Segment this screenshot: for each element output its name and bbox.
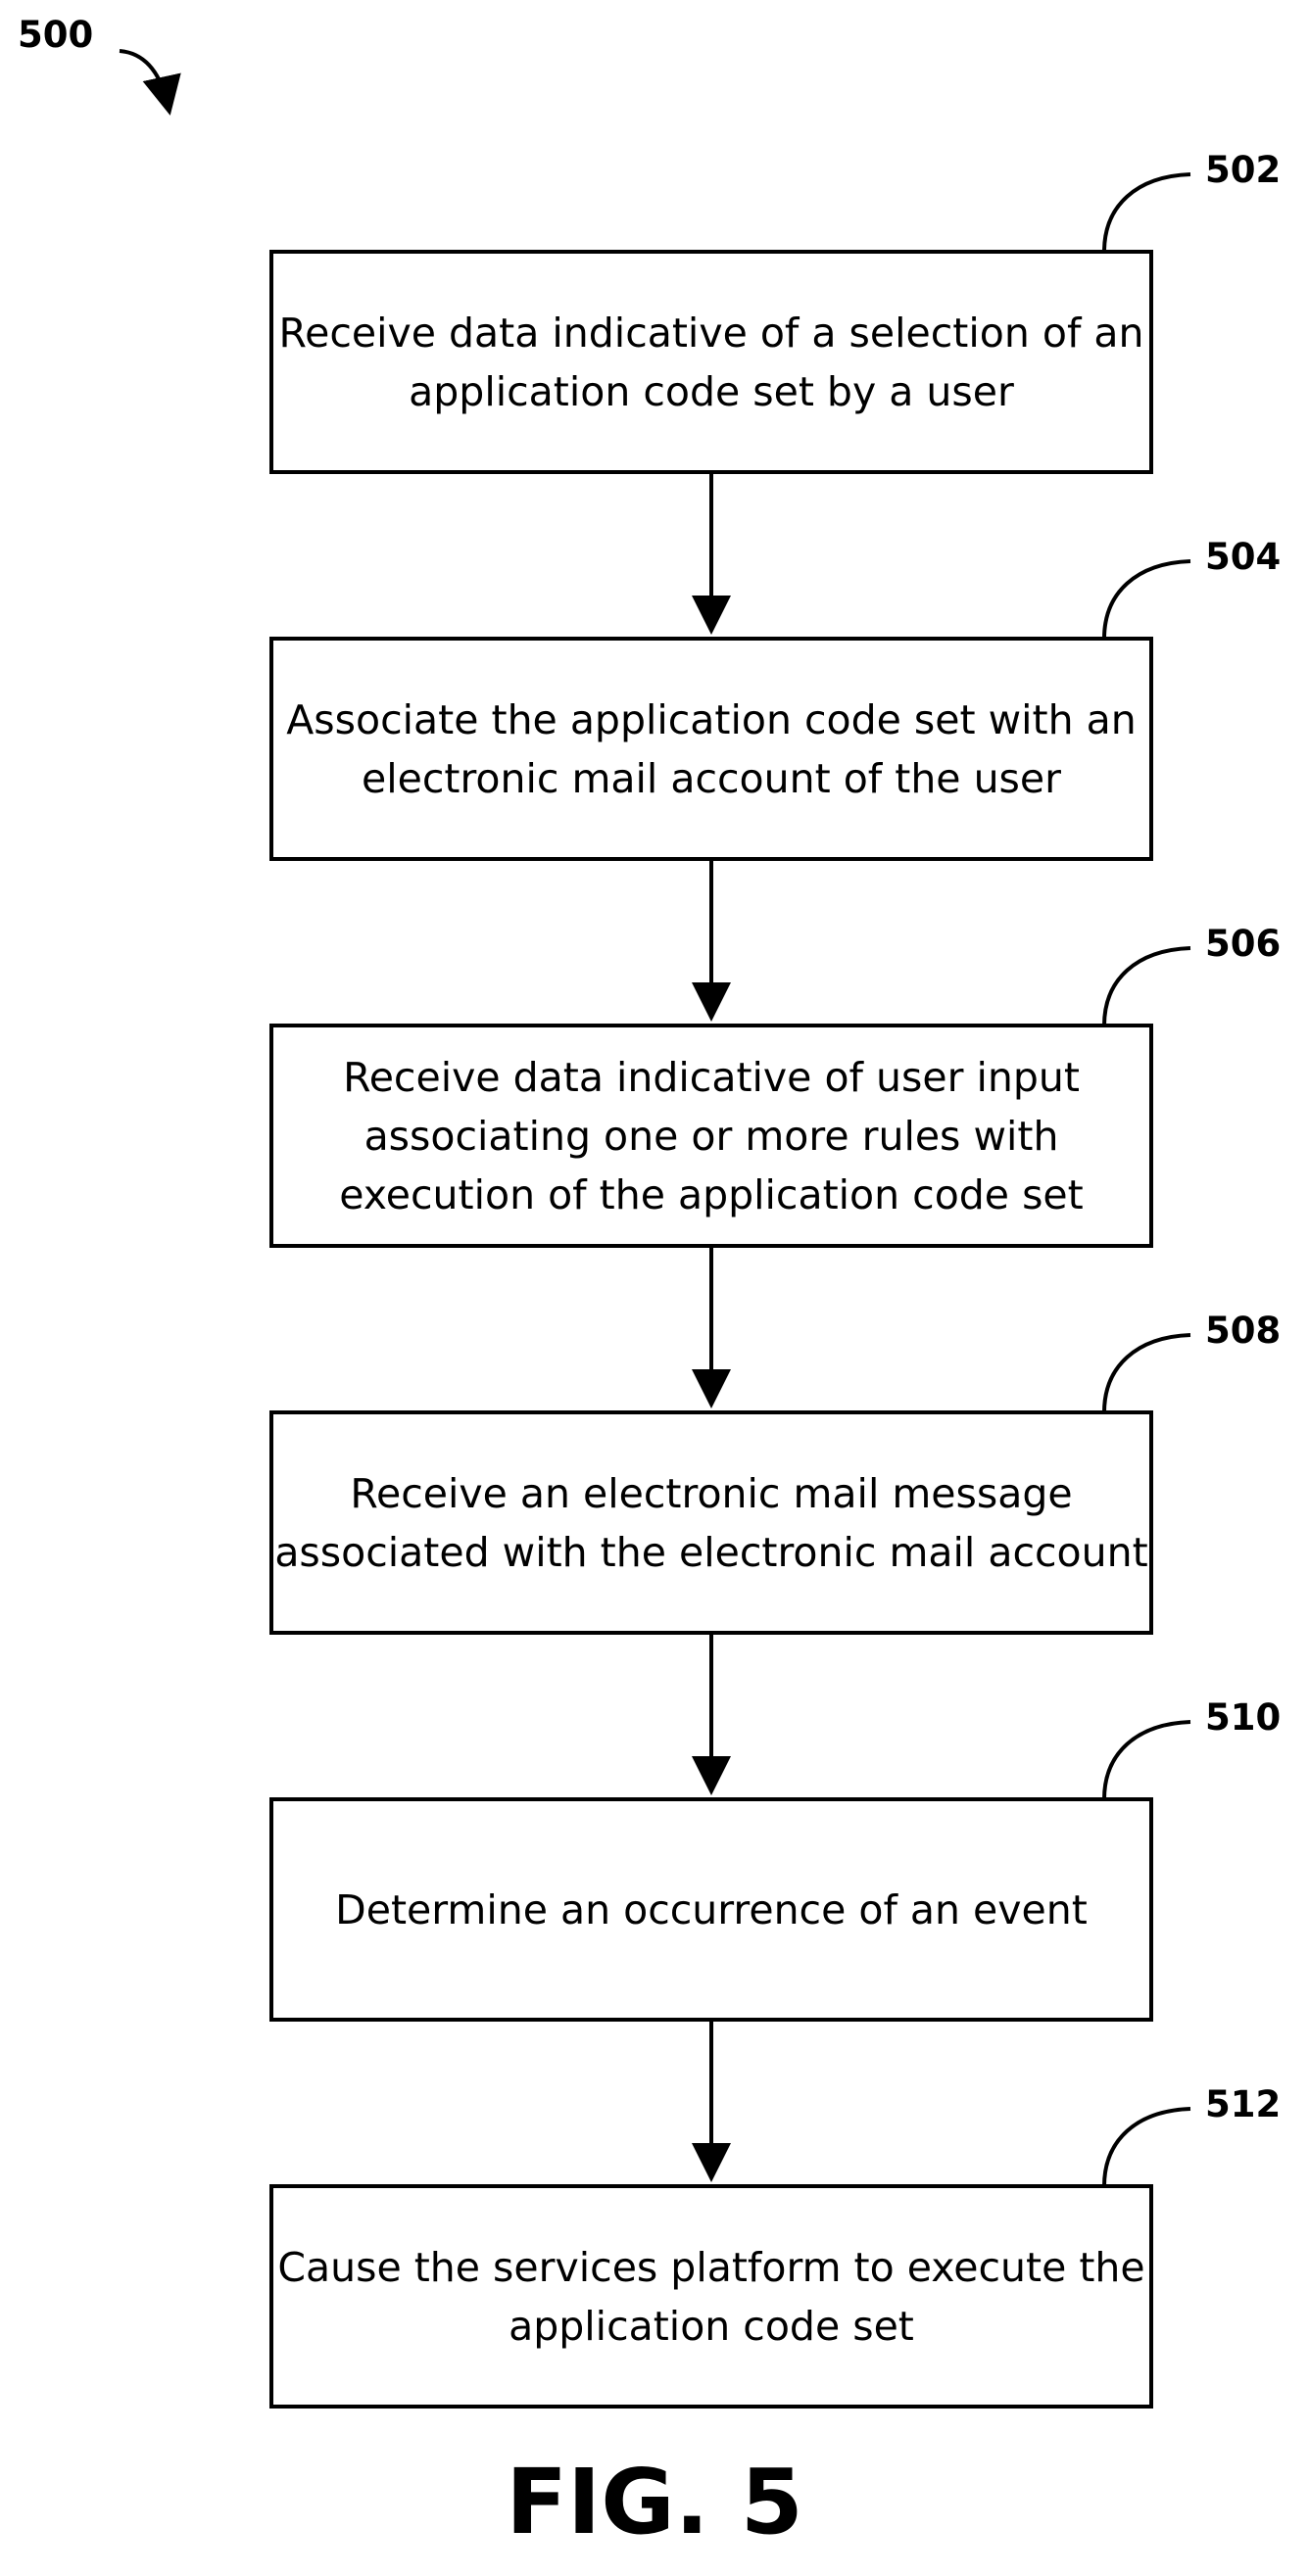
step-text-504: Associate the application code set with …: [271, 639, 1151, 859]
leader-510: [1104, 1722, 1190, 1799]
step-ref-510: 510: [1205, 1698, 1281, 1738]
step-ref-508: 508: [1205, 1312, 1281, 1351]
leader-512: [1104, 2109, 1190, 2186]
figure-caption: FIG. 5: [0, 2454, 1309, 2552]
step-text-510: Determine an occurrence of an event: [271, 1799, 1151, 2020]
leader-504: [1104, 561, 1190, 639]
leader-502: [1104, 174, 1190, 252]
step-text-502: Receive data indicative of a selection o…: [271, 252, 1151, 472]
step-text-512: Cause the services platform to execute t…: [271, 2186, 1151, 2407]
step-ref-504: 504: [1205, 538, 1281, 577]
step-text-506: Receive data indicative of user input as…: [271, 1026, 1151, 1246]
leader-508: [1104, 1335, 1190, 1412]
step-ref-506: 506: [1205, 925, 1281, 964]
step-text-508: Receive an electronic mail message assoc…: [271, 1412, 1151, 1633]
step-ref-512: 512: [1205, 2085, 1281, 2124]
figure-ref-arrow: [120, 51, 169, 108]
leader-506: [1104, 948, 1190, 1026]
figure-ref-number: 500: [18, 16, 93, 55]
step-ref-502: 502: [1205, 151, 1281, 190]
